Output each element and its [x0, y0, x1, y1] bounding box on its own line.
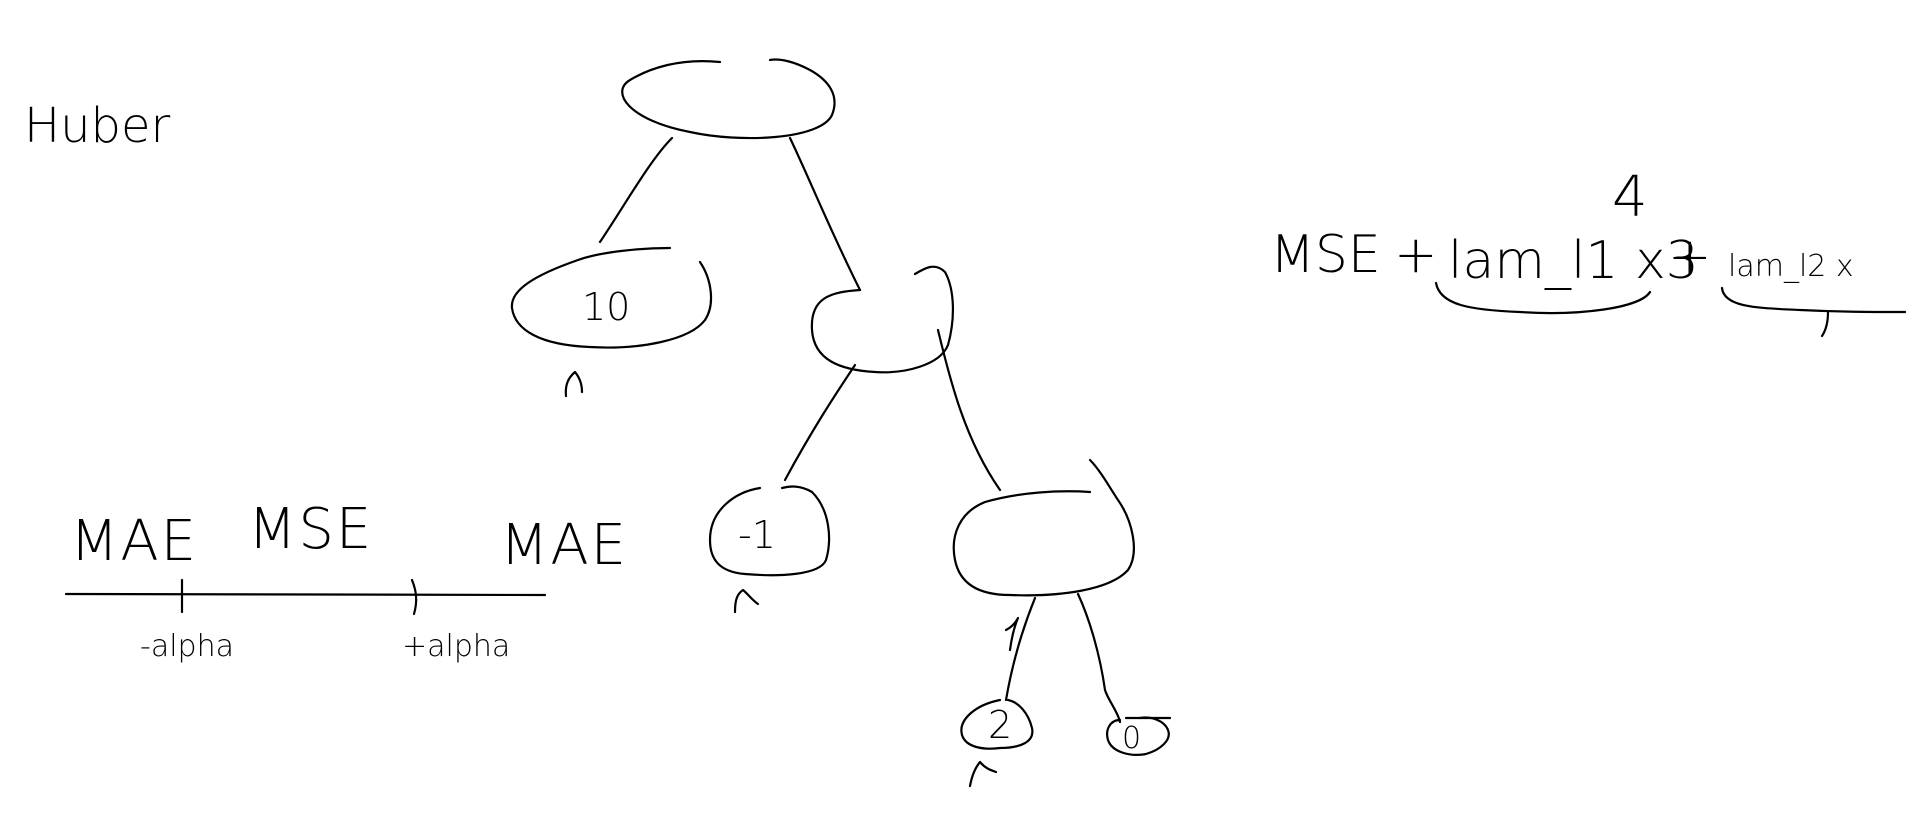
formula-term-l2: lam_l2 x [1728, 249, 1854, 284]
leaf-node-0 [1106, 716, 1170, 756]
formula-superscript: 4 [1612, 165, 1650, 230]
leaf-arrow-10 [564, 370, 584, 398]
objective-formula: MSE + lam_l1 x3 + lam_l2 x 4 [1270, 165, 1907, 338]
formula-term-l1: lam_l1 x3 [1448, 231, 1699, 291]
axis-region-mae-left: MAE [70, 509, 198, 574]
lower-internal-node [952, 458, 1135, 597]
decision-tree: 10 -1 2 0 [510, 58, 1172, 788]
title-huber: Huber [24, 98, 171, 154]
leaf-label-10: 10 [582, 285, 630, 329]
edge-lower-left [1004, 596, 1037, 702]
underbrace-l2 [1720, 286, 1907, 314]
edge-internal-right [936, 328, 1002, 492]
underbrace-l2-tip [1820, 310, 1830, 338]
formula-plus-2: + [1668, 227, 1712, 287]
leaf-label-minus1: -1 [738, 513, 776, 557]
root-node [621, 58, 836, 140]
formula-plus-1: + [1394, 225, 1438, 285]
leaf-label-0: 0 [1122, 721, 1141, 756]
leaf-arrow-minus1 [733, 588, 760, 614]
edge-lower-left-arrow [1004, 616, 1020, 652]
axis-tick-label-minus-alpha: -alpha [140, 629, 234, 664]
axis-tick-label-plus-alpha: +alpha [402, 629, 510, 664]
leaf-node-2 [960, 698, 1034, 750]
edge-root-left [598, 136, 674, 244]
leaf-label-2: 2 [988, 703, 1012, 747]
edge-root-right [788, 136, 862, 292]
underbrace-l1 [1434, 281, 1652, 315]
axis-line [64, 592, 547, 597]
leaf-node-minus1 [708, 485, 831, 577]
edge-lower-right [1076, 592, 1122, 724]
axis-region-mae-right: MAE [500, 513, 628, 578]
axis-region-mse: MSE [248, 497, 373, 562]
huber-axis: MAE MSE MAE -alpha +alpha [64, 497, 628, 664]
edge-internal-left [783, 363, 857, 482]
formula-base: MSE [1270, 225, 1381, 285]
leaf-arrow-2 [968, 760, 998, 788]
leaf-node-10 [510, 246, 713, 349]
internal-node [810, 265, 955, 374]
axis-tick-right [410, 578, 418, 616]
